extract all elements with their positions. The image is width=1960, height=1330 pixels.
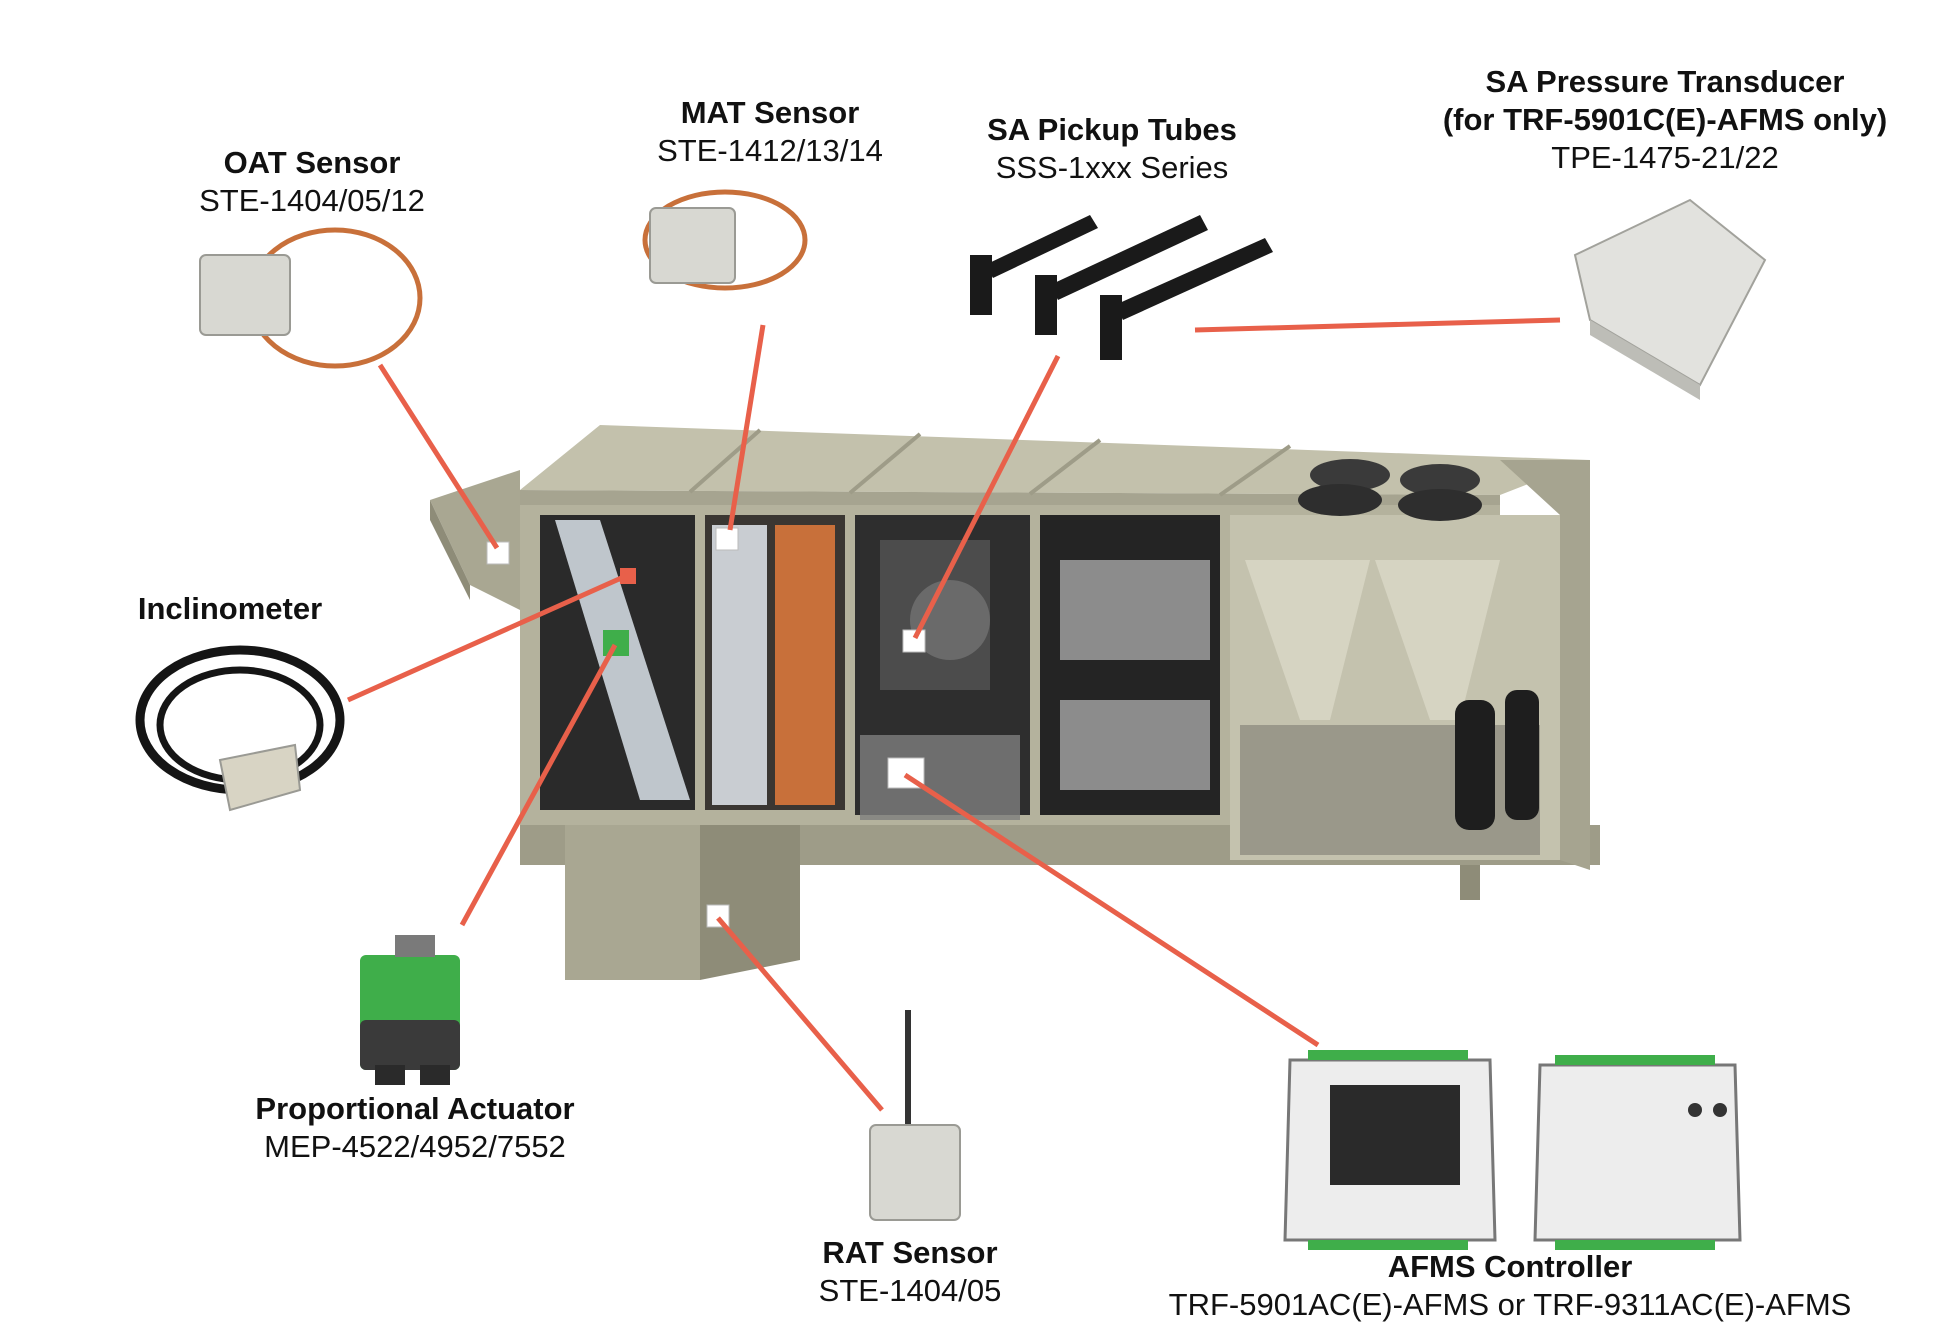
afms-title: AFMS Controller: [1387, 1249, 1633, 1284]
afms-controller-image: [1283, 1050, 1742, 1250]
pickup-marker: [902, 629, 926, 653]
inclinometer-label: Inclinometer: [138, 590, 322, 628]
oat-part-number: STE-1404/05/12: [199, 183, 425, 218]
oat-marker: [486, 541, 510, 565]
rat-label: RAT Sensor STE-1404/05: [819, 1234, 1002, 1310]
actuator-part-number: MEP-4522/4952/7552: [264, 1129, 566, 1164]
transducer-title: SA Pressure Transducer: [1485, 64, 1845, 99]
pickup-label: SA Pickup Tubes SSS-1xxx Series: [987, 111, 1237, 187]
mat-marker: [715, 527, 739, 551]
leader-inclinometer: [346, 572, 630, 703]
transducer-label: SA Pressure Transducer (for TRF-5901C(E)…: [1443, 63, 1887, 177]
intake-hood: [430, 470, 520, 610]
mat-part-number: STE-1412/13/14: [657, 133, 883, 168]
leader-oat: [377, 363, 500, 550]
oat-title: OAT Sensor: [223, 145, 401, 180]
mat-title: MAT Sensor: [680, 95, 860, 130]
transducer-part-number: TPE-1475-21/22: [1551, 140, 1779, 175]
mat-sensor-image: [642, 189, 808, 291]
transducer-title-note: (for TRF-5901C(E)-AFMS only): [1442, 102, 1888, 137]
pickup-part-number: SSS-1xxx Series: [995, 150, 1229, 185]
actuator-label: Proportional Actuator MEP-4522/4952/7552: [255, 1090, 574, 1166]
mat-label: MAT Sensor STE-1412/13/14: [657, 94, 883, 170]
actuator-marker: [603, 630, 629, 656]
sa-pickup-tubes-image: [970, 215, 1273, 360]
sa-pressure-transducer-image: [1573, 198, 1767, 400]
oat-sensor-image: [199, 227, 423, 369]
inclinometer-title: Inclinometer: [137, 591, 323, 626]
leader-lines: [346, 317, 1561, 1112]
rat-sensor-image: [869, 1010, 961, 1221]
afms-part-number: TRF-5901AC(E)-AFMS or TRF-9311AC(E)-AFMS: [1168, 1287, 1852, 1322]
afms-label: AFMS Controller TRF-5901AC(E)-AFMS or TR…: [1169, 1248, 1852, 1324]
leader-rat: [716, 916, 884, 1112]
leader-afms: [903, 772, 1320, 1048]
actuator-title: Proportional Actuator: [255, 1091, 575, 1126]
pickup-title: SA Pickup Tubes: [987, 112, 1237, 147]
leader-transducer: [1194, 317, 1561, 333]
leader-pickup: [912, 354, 1061, 640]
inclinometer-image: [135, 645, 345, 812]
return-plenum: [565, 825, 700, 980]
air-handling-unit: [430, 425, 1600, 980]
oat-label: OAT Sensor STE-1404/05/12: [199, 144, 425, 220]
actuator-image: [360, 935, 460, 1085]
leader-mat: [727, 324, 766, 531]
rat-title: RAT Sensor: [822, 1235, 998, 1270]
rat-part-number: STE-1404/05: [818, 1273, 1002, 1308]
leader-actuator: [459, 643, 618, 927]
